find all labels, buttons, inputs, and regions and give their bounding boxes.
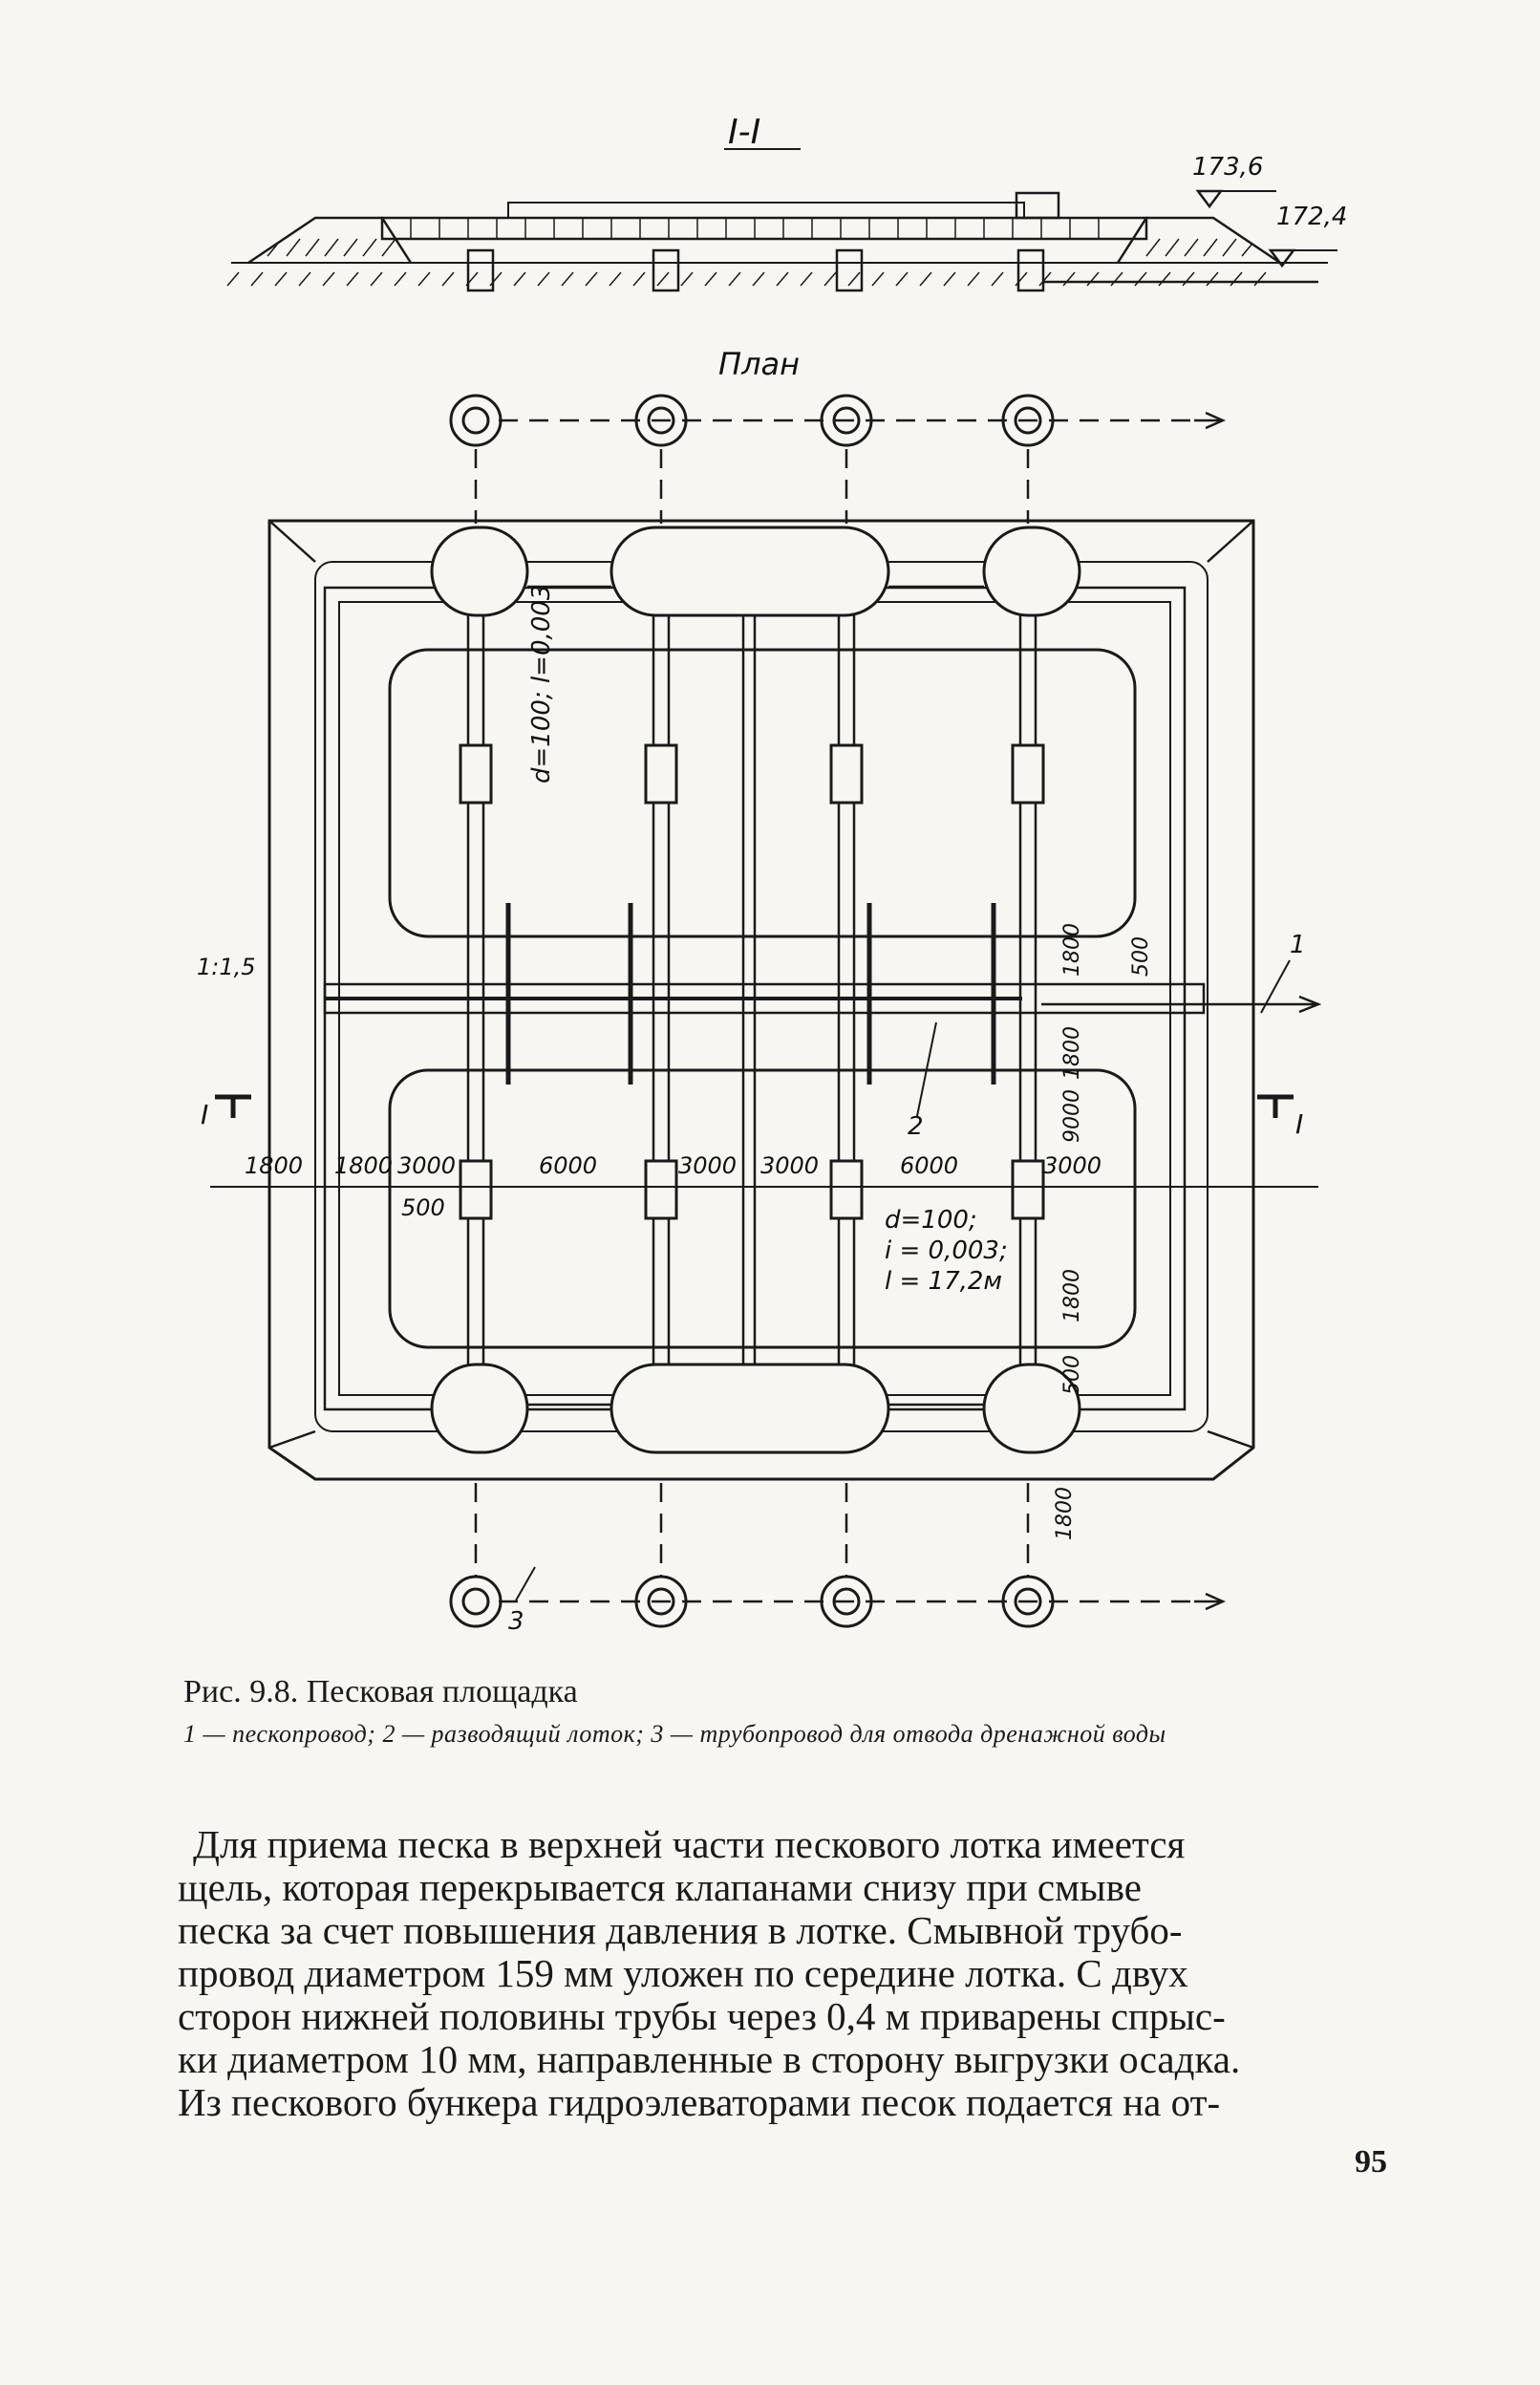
dim-h-6: 3000 bbox=[760, 1152, 820, 1179]
dim-v-2: 500 bbox=[1129, 936, 1153, 977]
body-line: сторон нижней половины трубы через 0,4 м… bbox=[178, 1994, 1226, 2038]
dim-h-4: 6000 bbox=[539, 1152, 598, 1179]
slope-label: 1:1,5 bbox=[197, 954, 256, 980]
dim-h-8: 3000 bbox=[1043, 1152, 1102, 1179]
page-number: 95 bbox=[1355, 2144, 1387, 2180]
callout-2: 2 bbox=[908, 1112, 924, 1141]
section-mark-left: I bbox=[201, 1099, 209, 1130]
dim-v-3: 1800 bbox=[1060, 1026, 1084, 1080]
plan-label: План bbox=[718, 346, 801, 382]
sand-pad-figure bbox=[210, 148, 1337, 1628]
callout-1: 1 bbox=[1290, 931, 1306, 959]
plan-view bbox=[210, 394, 1322, 1628]
pipe-label-bottom-3: l = 17,2м bbox=[885, 1267, 1003, 1296]
dim-v-6: 500 bbox=[1060, 1355, 1084, 1395]
dim-h-2: 1800 bbox=[334, 1152, 394, 1179]
pipe-label-bottom-2: i = 0,003; bbox=[885, 1236, 1008, 1265]
dim-v-4: 9000 bbox=[1060, 1089, 1084, 1143]
section-label: I-I bbox=[728, 113, 761, 152]
pipe-label-bottom-1: d=100; bbox=[885, 1206, 977, 1235]
figure-caption-title: Рис. 9.8. Песковая площадка bbox=[183, 1674, 578, 1709]
dim-v-7: 1800 bbox=[1053, 1487, 1077, 1540]
section-mark-right: I bbox=[1295, 1108, 1304, 1140]
elevation-bottom: 172,4 bbox=[1276, 203, 1348, 231]
dim-v-5: 1800 bbox=[1060, 1269, 1084, 1322]
dim-h-1: 1800 bbox=[245, 1152, 304, 1179]
body-line: Из пескового бункера гидроэлеваторами пе… bbox=[178, 2080, 1221, 2124]
dim-v-1: 1800 bbox=[1060, 923, 1084, 977]
dim-h-7: 6000 bbox=[900, 1152, 959, 1179]
section-view bbox=[226, 148, 1337, 292]
callout-3: 3 bbox=[508, 1607, 524, 1636]
figure-caption-legend: 1 — пескопровод; 2 — разводящий лоток; 3… bbox=[183, 1720, 1166, 1748]
body-line: ки диаметром 10 мм, направленные в сторо… bbox=[178, 2037, 1241, 2081]
body-line: провод диаметром 159 мм уложен по середи… bbox=[178, 1951, 1188, 1995]
body-paragraph: Для приема песка в верхней части песково… bbox=[178, 1823, 1381, 2124]
body-line: песка за счет повышения давления в лотке… bbox=[178, 1908, 1183, 1952]
body-line: щель, которая перекрывается клапанами сн… bbox=[178, 1865, 1142, 1909]
elevation-top: 173,6 bbox=[1192, 153, 1264, 182]
pipe-label-top: d=100; l=0,003 bbox=[527, 584, 556, 784]
dim-500: 500 bbox=[401, 1194, 445, 1221]
dim-h-5: 3000 bbox=[678, 1152, 738, 1179]
body-line: Для приема песка в верхней части песково… bbox=[193, 1822, 1186, 1866]
dim-h-3: 3000 bbox=[397, 1152, 457, 1179]
